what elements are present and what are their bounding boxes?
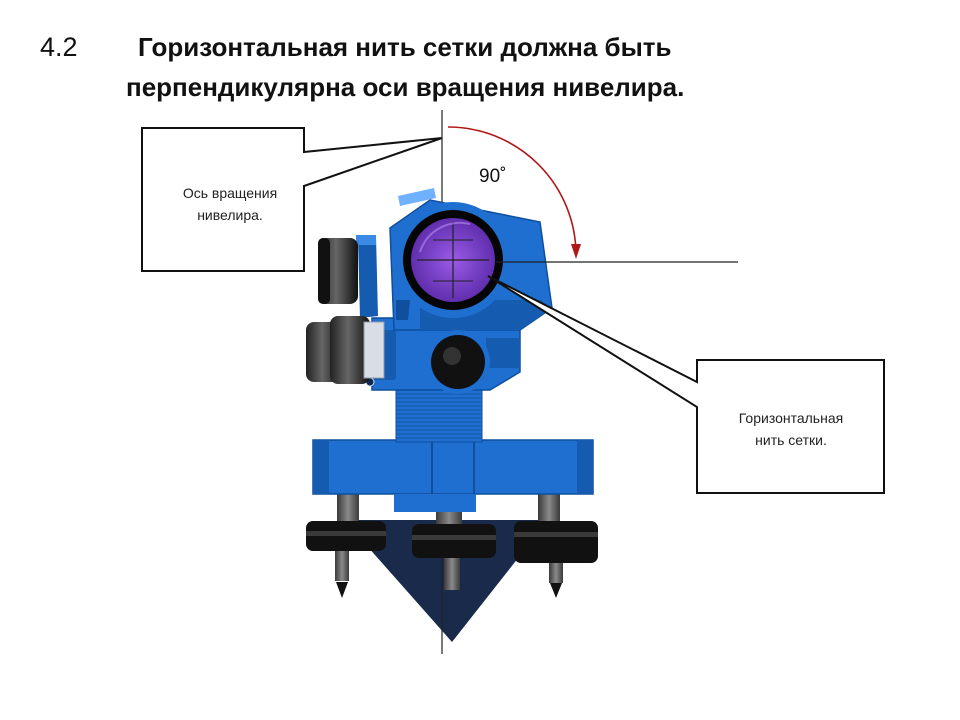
title-line-2: перпендикулярна оси вращения нивелира. bbox=[126, 72, 685, 102]
title-line-1: Горизонтальная нить сетки должна быть bbox=[138, 32, 672, 62]
right-callout bbox=[487, 275, 885, 494]
focus-knob-upper bbox=[318, 238, 358, 304]
right-angle-arc bbox=[447, 126, 581, 259]
right-callout-text: Горизонтальная нить сетки. bbox=[698, 407, 884, 451]
right-callout-line-1: Горизонтальная bbox=[738, 410, 844, 426]
left-callout-line-1: Ось вращения bbox=[182, 185, 278, 201]
tribrach bbox=[312, 439, 594, 512]
left-callout-line-2: нивелира. bbox=[197, 207, 263, 223]
leveling-screw-left bbox=[306, 492, 386, 598]
angle-label: 90˚ bbox=[479, 166, 507, 187]
left-callout bbox=[141, 127, 443, 272]
eyepiece-knob bbox=[306, 316, 385, 384]
horizontal-drive-knob bbox=[426, 330, 490, 394]
leveling-screw-right bbox=[514, 492, 598, 598]
right-callout-line-2: нить сетки. bbox=[755, 432, 827, 448]
left-callout-text: Ось вращения нивелира. bbox=[146, 182, 314, 226]
objective-lens bbox=[395, 202, 511, 318]
section-number: 4.2 bbox=[40, 32, 78, 62]
